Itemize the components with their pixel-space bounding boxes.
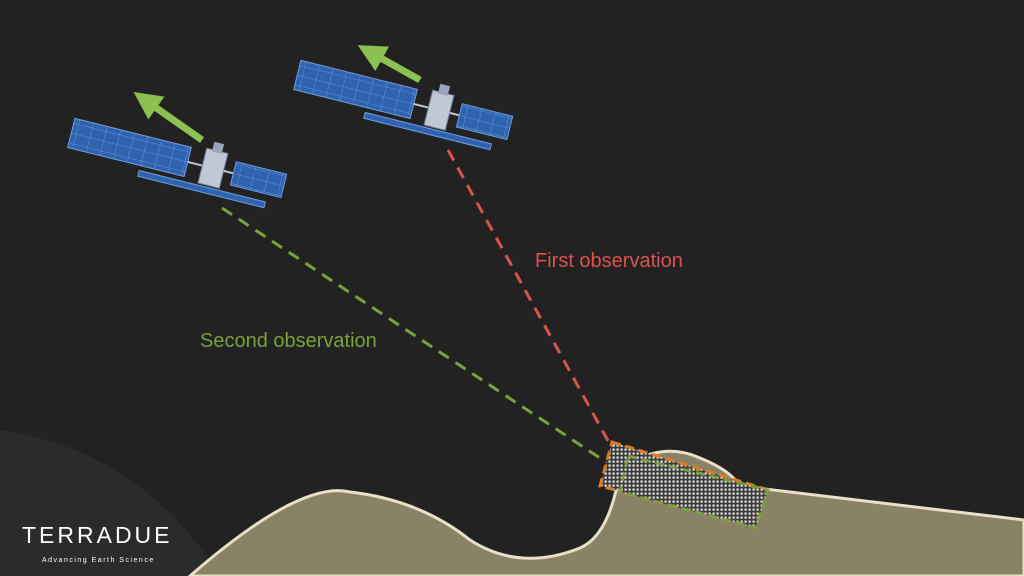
- first-observation-label: First observation: [535, 250, 683, 272]
- first-observation-line: [446, 149, 614, 449]
- logo-tagline: Advancing Earth Science: [42, 557, 155, 564]
- footprint-second: [618, 454, 770, 530]
- terradue-logo: TERRADUE Advancing Earth Science: [20, 522, 190, 572]
- satellite-icon: [67, 117, 288, 209]
- satellite-icon: [293, 59, 514, 151]
- terrain: [187, 449, 1024, 576]
- arrow-icon: [133, 91, 205, 143]
- arrow-icon: [357, 45, 422, 84]
- second-observation-label: Second observation: [200, 330, 377, 352]
- logo-wordmark: TERRADUE: [22, 522, 173, 548]
- second-observation-line: [221, 206, 607, 464]
- background-arc: [0, 430, 220, 576]
